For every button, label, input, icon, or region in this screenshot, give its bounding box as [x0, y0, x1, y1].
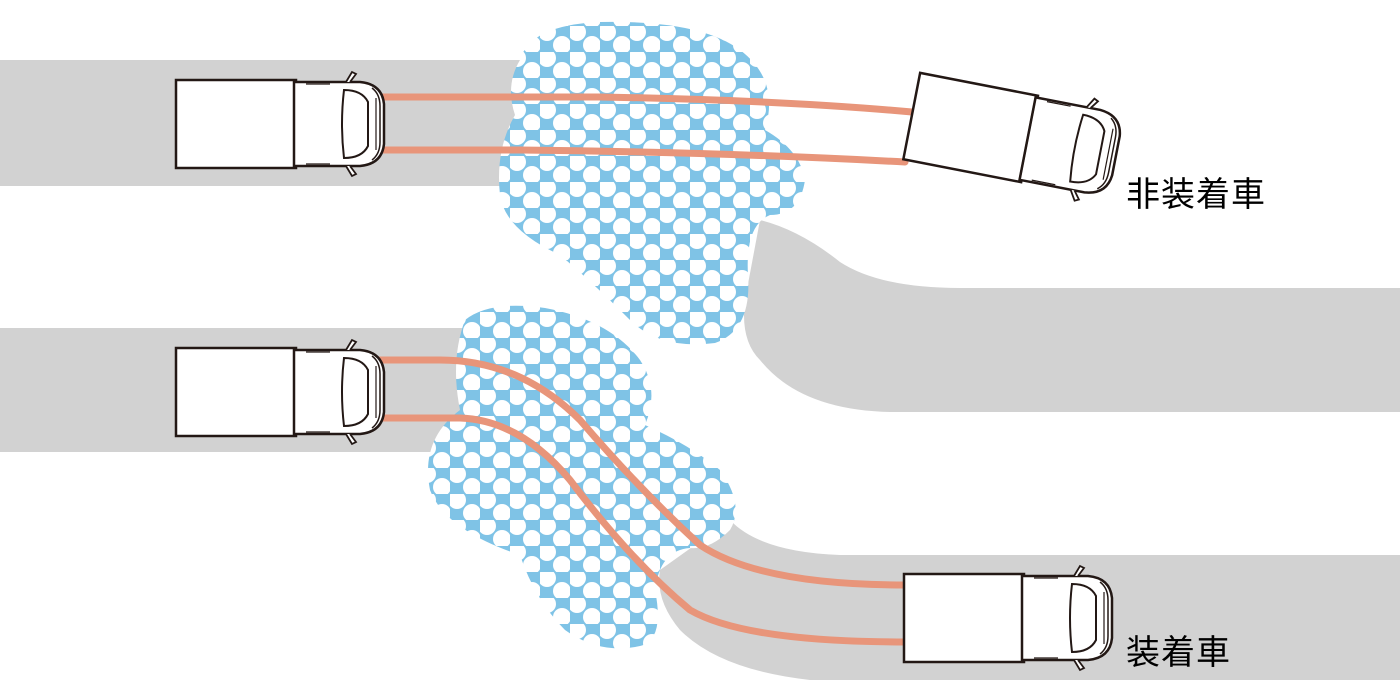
- label-without-device: 非装着車: [1126, 175, 1266, 215]
- road-exit-top: [744, 220, 1400, 412]
- truck-icon: [174, 70, 386, 178]
- truck-icon: [902, 564, 1114, 672]
- slippery-patch-bottom: [428, 305, 736, 649]
- scenario-without-device: [0, 21, 1400, 412]
- tire-track-bottom-left: [376, 356, 909, 589]
- truck-icon: [900, 63, 1128, 209]
- label-with-device: 装着車: [1126, 633, 1231, 673]
- tire-track-top-right: [376, 146, 909, 166]
- tire-track-top-left: [376, 93, 916, 116]
- truck-icon: [174, 338, 386, 446]
- scenario-with-device: [0, 305, 1400, 680]
- tire-track-bottom-right: [376, 414, 909, 646]
